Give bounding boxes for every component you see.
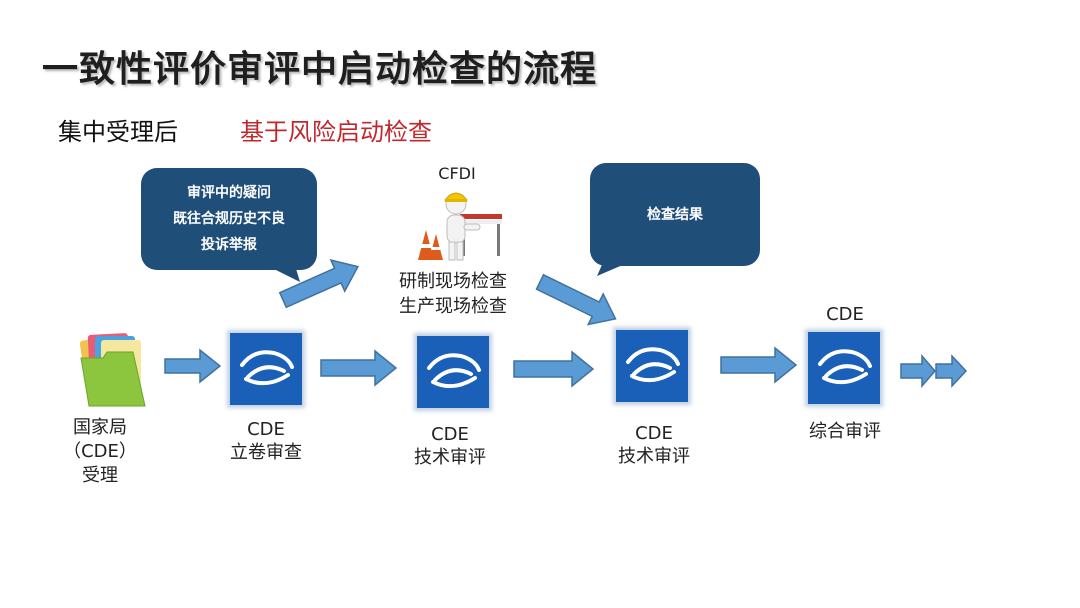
subtitle-risk-based: 基于风险启动检查 (240, 118, 432, 146)
tech1-line-2: 技术审评 (414, 447, 486, 468)
filing-line-1: CDE (247, 419, 285, 440)
inspector-figure-icon (418, 192, 502, 261)
arrow-6 (935, 354, 968, 388)
bubble-line-3: 投诉举报 (201, 237, 257, 253)
arrow-2 (320, 349, 398, 387)
bubble-result-text: 检查结果 (647, 206, 703, 223)
folders-icon (79, 333, 146, 407)
bubble-line-2: 既往合规历史不良 (173, 211, 285, 227)
bureau-line-2: （CDE） (63, 441, 137, 462)
bubble-line-1: 审评中的疑问 (187, 185, 271, 201)
bubble-tail-right (597, 258, 639, 276)
cfdi-line-2: 生产现场检查 (399, 296, 507, 317)
bureau-line-1: 国家局 (73, 417, 127, 438)
arrow-up-to-cfdi (278, 258, 360, 309)
tech2-line-2: 技术审评 (618, 446, 690, 467)
arrow-5 (900, 353, 936, 389)
bubble-triggers: 审评中的疑问 既往合规历史不良 投诉举报 (141, 168, 317, 270)
final-top-label: CDE (826, 304, 864, 325)
final-bottom-label: 综合审评 (809, 421, 881, 442)
cde-logo-icon (616, 330, 688, 402)
cde-logo-icon (417, 336, 489, 408)
tech2-line-1: CDE (635, 423, 673, 444)
filing-line-2: 立卷审查 (230, 442, 302, 463)
tech1-line-1: CDE (431, 424, 469, 445)
arrow-4 (720, 346, 798, 384)
bureau-line-3: 受理 (82, 465, 118, 486)
page-title: 一致性评价审评中启动检查的流程 (42, 49, 598, 90)
arrow-down-from-cfdi (535, 273, 617, 326)
cde-logo-icon (230, 333, 302, 405)
bubble-result: 检查结果 (590, 163, 760, 266)
subtitle-after-intake: 集中受理后 (58, 118, 178, 146)
arrow-3 (513, 350, 595, 388)
bubble-tail-left (260, 262, 300, 282)
cfdi-line-1: 研制现场检查 (399, 271, 507, 292)
cfdi-label: CFDI (438, 164, 476, 183)
arrow-1 (164, 348, 222, 384)
cde-logo-icon (808, 332, 880, 404)
